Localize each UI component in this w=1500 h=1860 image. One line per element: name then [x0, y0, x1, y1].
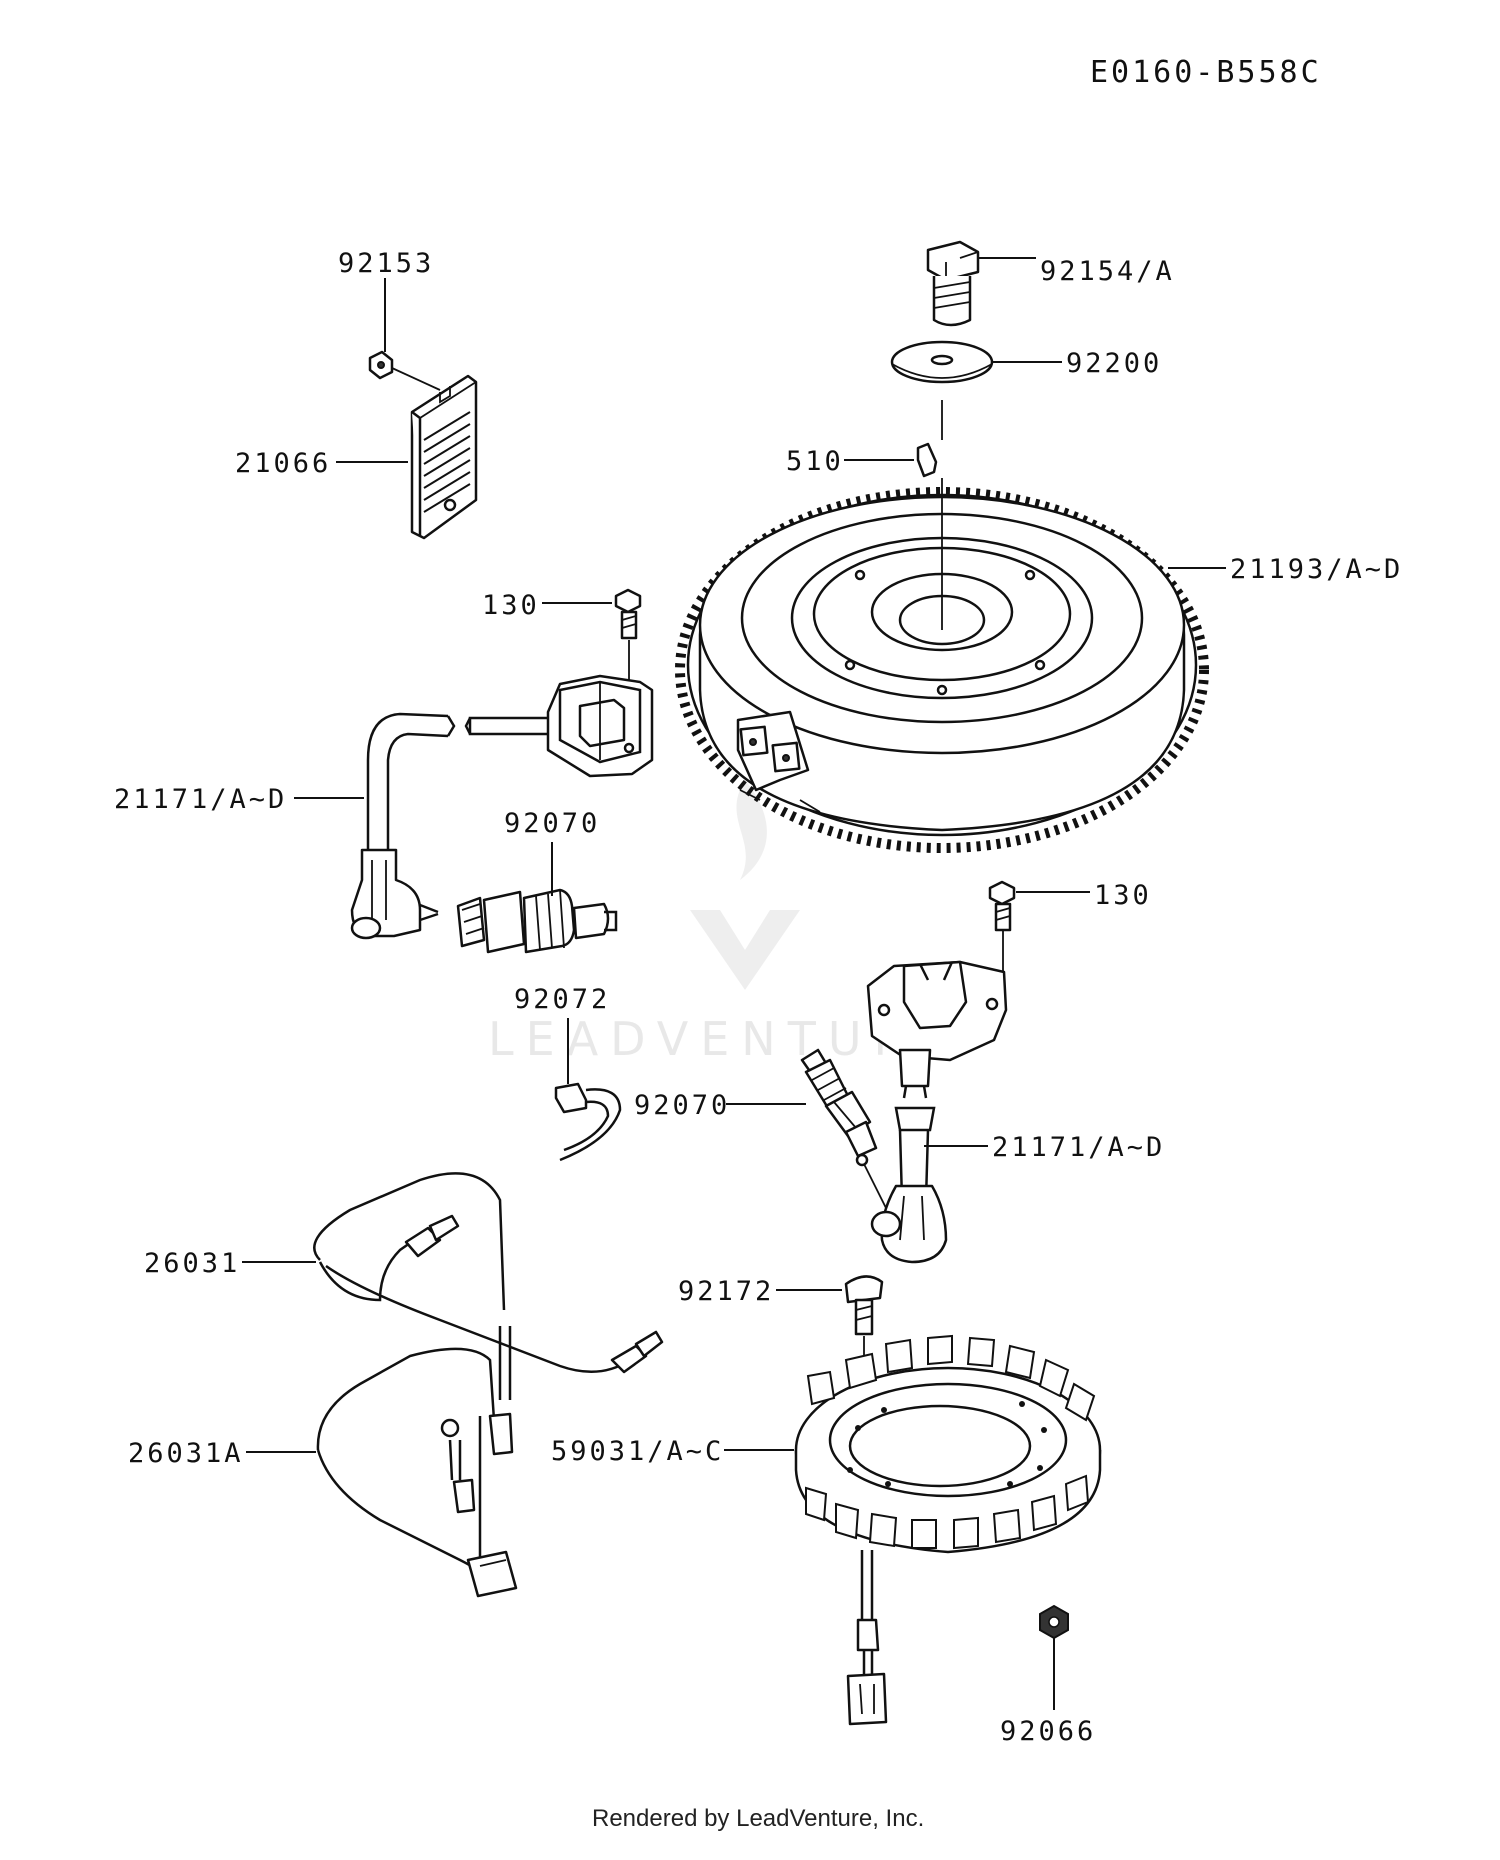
regulator-21066-icon — [410, 374, 478, 540]
label-92070-upper: 92070 — [504, 808, 600, 839]
label-92172: 92172 — [678, 1276, 774, 1307]
stator-59031-icon — [794, 1334, 1102, 1726]
label-26031A: 26031A — [128, 1438, 244, 1469]
screw-130-upper-icon — [614, 588, 642, 640]
label-92200: 92200 — [1066, 348, 1162, 379]
footer-credit: Rendered by LeadVenture, Inc. — [592, 1805, 924, 1832]
clamp-92072-icon — [554, 1082, 622, 1162]
spark-plug-upper-icon — [456, 888, 618, 954]
label-26031: 26031 — [144, 1248, 240, 1279]
bolt-92154-icon — [926, 240, 980, 327]
ignition-coil-lower-icon — [866, 960, 1008, 1264]
screw-130-lower-icon — [988, 880, 1016, 932]
label-21171-upper: 21171/A~D — [114, 784, 287, 815]
label-92066: 92066 — [1000, 1716, 1096, 1747]
label-92153: 92153 — [338, 248, 434, 279]
key-510-icon — [916, 442, 938, 478]
harness-26031A-icon — [316, 1347, 518, 1598]
washer-92200-icon — [890, 340, 994, 384]
diagram-code: E0160-B558C — [1090, 55, 1322, 90]
label-92070-lower: 92070 — [634, 1090, 730, 1121]
label-92072: 92072 — [514, 984, 610, 1015]
label-21171-lower: 21171/A~D — [992, 1132, 1165, 1163]
label-510: 510 — [786, 446, 844, 477]
spark-plug-lower-icon — [800, 1048, 878, 1167]
label-21066: 21066 — [235, 448, 331, 479]
label-59031: 59031/A~C — [551, 1436, 724, 1467]
label-130-lower: 130 — [1094, 880, 1152, 911]
nut-92066-icon — [1039, 1604, 1069, 1640]
screw-92172-icon — [844, 1275, 884, 1336]
ignition-coil-upper-icon — [350, 674, 654, 940]
harness-26031-icon — [313, 1172, 664, 1400]
nut-92153-icon — [368, 350, 394, 380]
label-130-upper: 130 — [482, 590, 540, 621]
label-92154: 92154/A — [1040, 256, 1175, 287]
label-21193: 21193/A~D — [1230, 554, 1403, 585]
